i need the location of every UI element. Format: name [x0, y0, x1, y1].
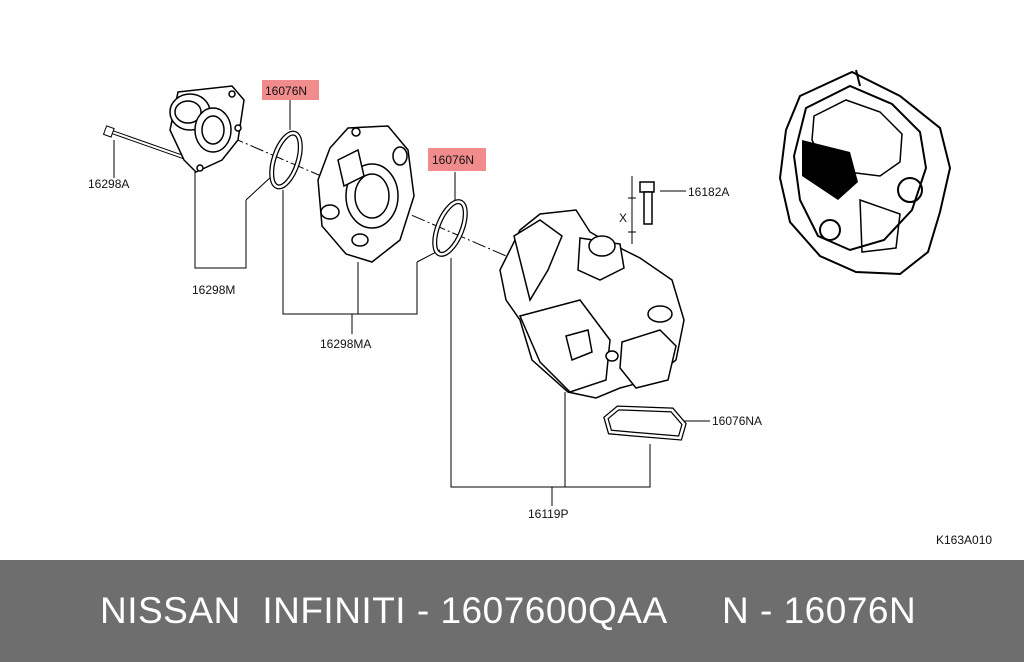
bolt-16182a: [639, 181, 655, 225]
gasket-16076n-first: [269, 130, 303, 190]
intake-manifold-part: [499, 209, 685, 399]
label-16076na: 16076NA: [712, 414, 762, 428]
highlight-16076n-first: [262, 80, 319, 100]
label-x: X: [619, 211, 627, 225]
parts-diagram: 16298A 16298M 16076N 16298MA: [88, 69, 992, 547]
label-16119p: 16119P: [528, 507, 568, 521]
label-16298a: 16298A: [88, 177, 129, 191]
part-number-banner: NISSAN INFINITI - 1607600QAA N - 16076N: [0, 560, 1024, 662]
brand-part-text: NISSAN INFINITI - 1607600QAA: [100, 590, 668, 631]
flange-16298m-part: [169, 85, 245, 173]
label-16298m: 16298M: [192, 283, 235, 297]
label-16298ma: 16298MA: [320, 337, 371, 351]
axis-line: [209, 127, 521, 263]
bolt-16298a: [102, 125, 187, 160]
label-16076n-first: 16076N: [265, 84, 307, 98]
diagram-ref-code: K163A010: [936, 533, 992, 547]
engine-thumbnail: [778, 69, 952, 276]
label-16182a: 16182A: [688, 185, 729, 199]
gasket-16076n-second: [432, 199, 468, 257]
diagram-part-text: N - 16076N: [722, 590, 917, 631]
gasket-16076na: [603, 405, 687, 441]
highlight-16076n-second: [428, 148, 486, 171]
label-16076n-second: 16076N: [432, 153, 474, 167]
throttle-body-part: [317, 125, 415, 263]
